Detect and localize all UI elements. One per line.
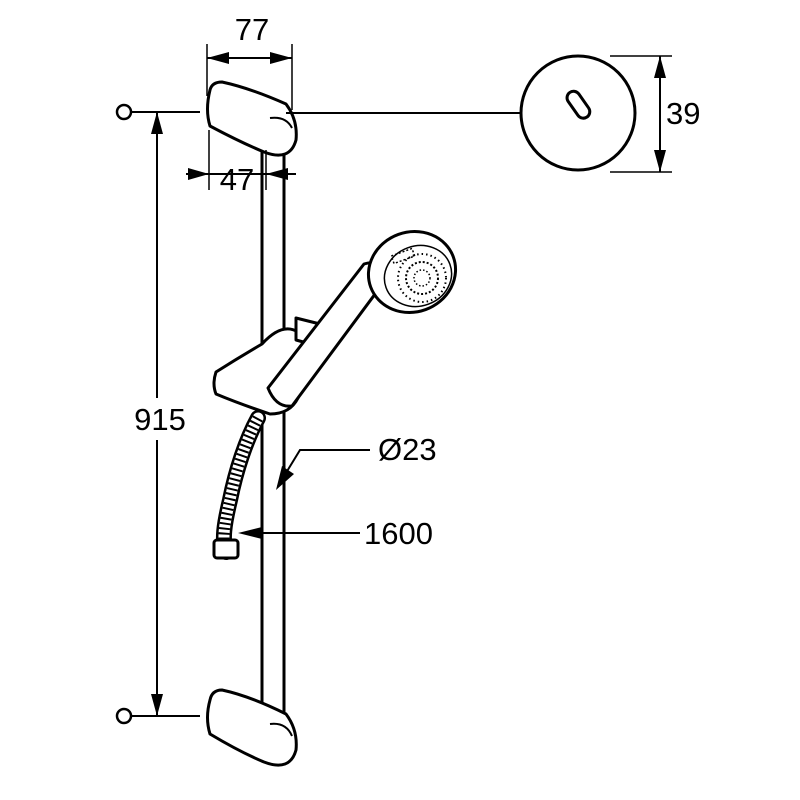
bracket-offset-label: 47 — [220, 162, 254, 197]
hose-length-leader: 1600 — [238, 516, 433, 551]
bracket-offset-dimension: 47 — [186, 130, 296, 197]
wall-disc-diameter-label: 39 — [666, 96, 700, 131]
hose-length-label: 1600 — [364, 516, 433, 551]
wall-disc-dimension: 39 — [610, 55, 700, 173]
rail-length-dimension: 915 — [125, 112, 193, 716]
shower-hose — [212, 410, 266, 560]
bracket-depth-dimension: 77 — [206, 12, 293, 110]
top-wall-bracket — [206, 80, 298, 157]
top-screw-marker — [115, 103, 200, 121]
hand-shower — [266, 230, 458, 408]
rail-diameter-leader: Ø23 — [276, 432, 437, 490]
rail-diameter-label: Ø23 — [378, 432, 437, 467]
bottom-screw-marker — [115, 707, 200, 725]
rail-length-label: 915 — [134, 402, 186, 437]
bottom-wall-bracket — [206, 688, 298, 767]
shower-rail — [260, 138, 286, 732]
bracket-depth-label: 77 — [235, 12, 269, 47]
wall-disc — [519, 54, 637, 172]
